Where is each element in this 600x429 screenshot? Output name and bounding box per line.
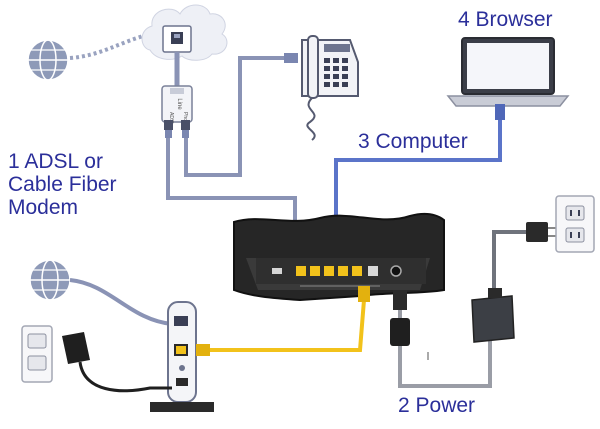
phone-cable (184, 56, 288, 177)
ac-plug (526, 222, 548, 242)
router-lan-ports (296, 266, 362, 276)
modem-ethernet-plug-router (358, 286, 370, 302)
telephone-icon (301, 35, 359, 141)
label-modem-line-2: Cable Fiber (8, 173, 117, 197)
modem-internet-cable (69, 278, 173, 326)
modem-power-cable (78, 361, 172, 393)
internet-globe-icon-bottom (29, 259, 71, 301)
router-wan-port (368, 266, 378, 276)
modem-ethernet-cable (196, 299, 366, 352)
power-plug (393, 290, 407, 310)
label-browser: 4 Browser (458, 8, 553, 31)
label-modem-line-3: Modem (8, 196, 79, 220)
router-usb-port (272, 268, 282, 274)
internet-dashed-link (69, 32, 151, 60)
label-modem: 1 ADSL or Cable Fiber Modem (8, 150, 117, 219)
adsl-cable (166, 138, 297, 235)
computer-cable-plug-laptop (495, 104, 505, 120)
dsl-splitter: Line ADSL Phone (161, 85, 193, 138)
wall-jack-icon (162, 25, 192, 53)
router-power-jack (390, 265, 402, 277)
router-icon (233, 212, 445, 302)
modem-icon (150, 301, 214, 412)
modem-ethernet-plug-modem (196, 344, 210, 356)
wall-outlet-icon-left (21, 325, 53, 383)
wall-outlet-icon-right (555, 195, 595, 253)
splitter-adsl-label: ADSL (168, 112, 174, 125)
splitter-phone-label: Phone (182, 112, 188, 127)
modem-power-adapter (62, 332, 90, 364)
computer-cable (334, 104, 502, 232)
ferrite-bead-icon (390, 318, 410, 346)
power-adapter-icon (471, 288, 515, 343)
splitter-line-label: Line (176, 98, 182, 110)
label-power: 2 Power (398, 394, 476, 417)
label-modem-line-1: 1 ADSL or (8, 150, 103, 173)
label-computer: 3 Computer (358, 130, 468, 153)
phone-cable-plug (284, 53, 298, 63)
laptop-icon (446, 37, 570, 107)
adapter-ac-cable (492, 230, 530, 288)
internet-globe-icon-top (27, 39, 69, 81)
